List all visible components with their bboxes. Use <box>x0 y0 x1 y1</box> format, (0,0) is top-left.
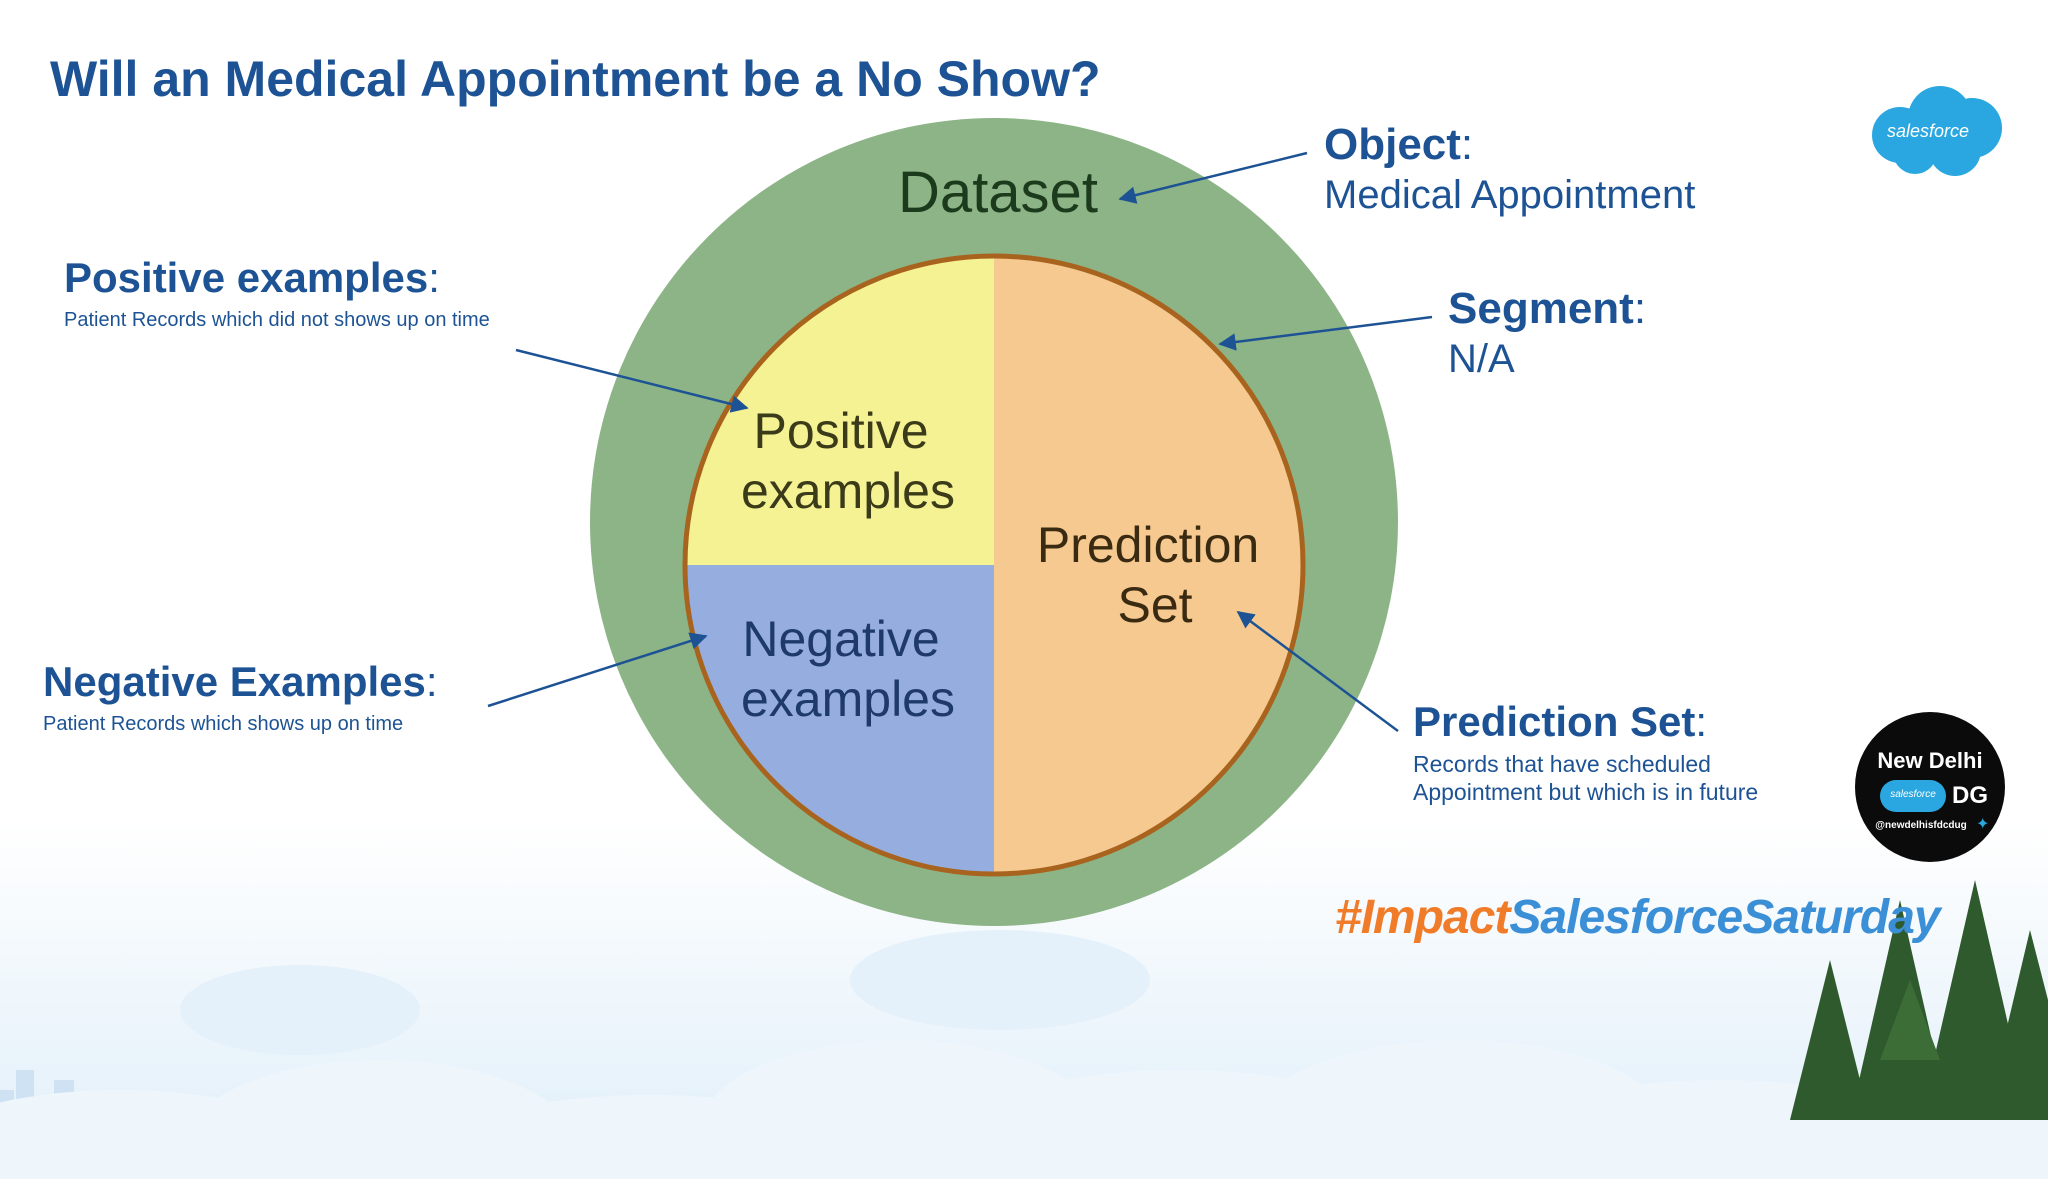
prediction-set-callout-heading: Prediction Set: <box>1413 698 1707 746</box>
segment-ring <box>682 253 1306 877</box>
hashtag-salesforce-saturday: SalesforceSaturday <box>1509 891 1940 944</box>
negative-label: Negative examples <box>741 611 955 727</box>
positive-examples-callout-heading: Positive examples: <box>64 254 440 302</box>
prediction-set-callout-description: Records that have scheduled Appointment … <box>1413 751 1759 805</box>
negative-heading-text: Negative Examples <box>43 658 426 705</box>
twitter-bird-icon: ✦ <box>1976 816 1990 833</box>
new-delhi-dg-badge: New Delhi salesforce DG @newdelhisfdcdug… <box>1855 712 2005 862</box>
segment-heading-colon: : <box>1633 284 1647 333</box>
negative-examples-callout-heading: Negative Examples: <box>43 658 438 706</box>
salesforce-logo: salesforce <box>1872 86 2002 176</box>
dg-badge-salesforce-cloud-icon: salesforce <box>1880 780 1946 812</box>
prediction-label-line2: Set <box>1117 577 1192 633</box>
impact-salesforce-saturday-hashtag: #ImpactSalesforceSaturday <box>1335 890 1941 945</box>
segment-callout-heading: Segment: <box>1448 284 1646 334</box>
dg-badge-cloud-text: salesforce <box>1890 789 1936 800</box>
negative-examples-region <box>685 565 994 874</box>
object-heading-colon: : <box>1460 120 1474 169</box>
positive-label-line2: examples <box>741 463 955 519</box>
prediction-label-line1: Prediction <box>1037 517 1259 573</box>
negative-label-line1: Negative <box>742 611 939 667</box>
salesforce-logo-text: salesforce <box>1887 121 1969 141</box>
page-title: Will an Medical Appointment be a No Show… <box>50 51 1101 107</box>
object-callout-heading: Object: <box>1324 120 1473 170</box>
dataset-label: Dataset <box>898 160 1098 225</box>
dg-badge-city: New Delhi <box>1877 748 1983 773</box>
segment-callout-value: N/A <box>1448 337 1515 381</box>
prediction-set-heading-text: Prediction Set <box>1413 698 1696 745</box>
hashtag-impact: #Impact <box>1335 891 1510 944</box>
positive-label-line1: Positive <box>754 403 929 459</box>
prediction-set-heading-colon: : <box>1695 698 1708 745</box>
object-arrow <box>1118 151 1308 204</box>
object-heading-text: Object <box>1324 120 1461 169</box>
positive-label: Positive examples <box>741 403 955 519</box>
pine-trees <box>1790 880 2048 1120</box>
negative-heading-colon: : <box>425 658 438 705</box>
segment-heading-text: Segment <box>1448 284 1634 333</box>
dg-badge-dg: DG <box>1952 782 1988 809</box>
prediction-label: Prediction Set <box>1037 517 1273 633</box>
positive-heading-text: Positive examples <box>64 254 429 301</box>
segment-arrow <box>1218 315 1433 351</box>
negative-label-line2: examples <box>741 671 955 727</box>
negative-examples-callout-description: Patient Records which shows up on time <box>43 713 404 735</box>
positive-examples-callout-description: Patient Records which did not shows up o… <box>64 309 490 331</box>
prediction-arrow <box>1236 610 1399 733</box>
positive-heading-colon: : <box>428 254 440 301</box>
prediction-set-region <box>994 256 1303 874</box>
dg-badge-handle: @newdelhisfdcdug <box>1875 820 1967 831</box>
negative-arrow <box>487 632 708 708</box>
positive-examples-region <box>685 256 994 565</box>
positive-arrow <box>515 348 749 413</box>
object-callout-value: Medical Appointment <box>1324 173 1696 217</box>
